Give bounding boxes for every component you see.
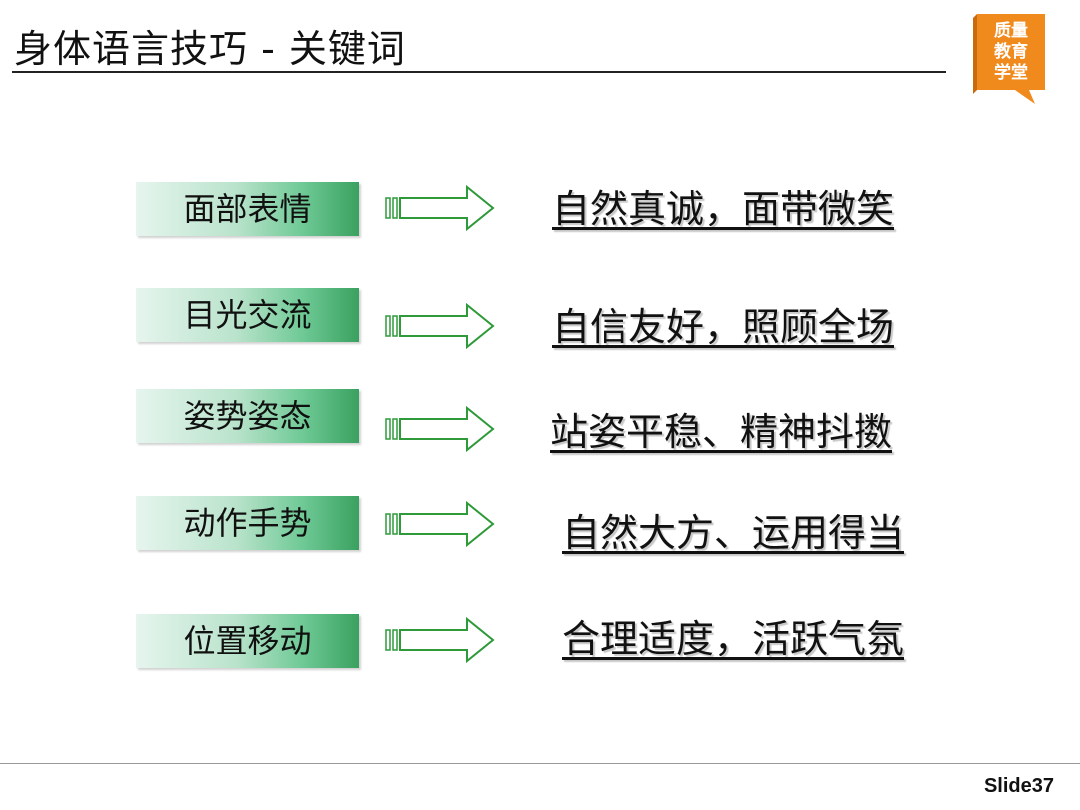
keyword-row: 位置移动 合理适度，活跃气氛 [0, 614, 1080, 674]
keyword-row: 姿势姿态 站姿平稳、精神抖擞 [0, 389, 1080, 454]
keyword-box: 姿势姿态 [136, 389, 359, 443]
keyword-row: 目光交流 自信友好，照顾全场 [0, 288, 1080, 350]
slide-title: 身体语言技巧 - 关键词 [14, 27, 406, 71]
keyword-label: 面部表情 [183, 190, 312, 228]
right-arrow-icon [385, 616, 495, 664]
logo-line: 质量 [994, 21, 1028, 41]
logo: 质量 教育 学堂 [971, 10, 1051, 108]
keyword-label: 目光交流 [183, 296, 312, 334]
keyword-box: 面部表情 [136, 182, 359, 236]
description-phrase: 自然大方、运用得当 [562, 511, 905, 555]
description-phrase: 合理适度，活跃气氛 [562, 617, 905, 661]
keyword-row: 面部表情 自然真诚，面带微笑 [0, 182, 1080, 242]
keyword-box: 位置移动 [136, 614, 359, 668]
keyword-label: 位置移动 [183, 622, 312, 660]
right-arrow-icon [385, 302, 495, 350]
logo-line: 教育 [994, 42, 1028, 62]
keyword-label: 姿势姿态 [183, 397, 312, 435]
right-arrow-icon [385, 500, 495, 548]
description-phrase: 自然真诚，面带微笑 [552, 187, 895, 231]
description-phrase: 自信友好，照顾全场 [552, 305, 895, 349]
logo-text: 质量 教育 学堂 [971, 21, 1051, 84]
keyword-box: 目光交流 [136, 288, 359, 342]
right-arrow-icon [385, 405, 495, 453]
description-phrase: 站姿平稳、精神抖擞 [550, 410, 893, 454]
keyword-box: 动作手势 [136, 496, 359, 550]
slide-number: Slide37 [983, 775, 1054, 797]
footer-divider [0, 763, 1080, 764]
logo-badge-icon [973, 14, 1045, 104]
logo-line: 学堂 [994, 63, 1028, 83]
title-underline [12, 71, 946, 73]
keyword-row: 动作手势 自然大方、运用得当 [0, 496, 1080, 556]
keyword-label: 动作手势 [183, 504, 312, 542]
right-arrow-icon [385, 184, 495, 232]
